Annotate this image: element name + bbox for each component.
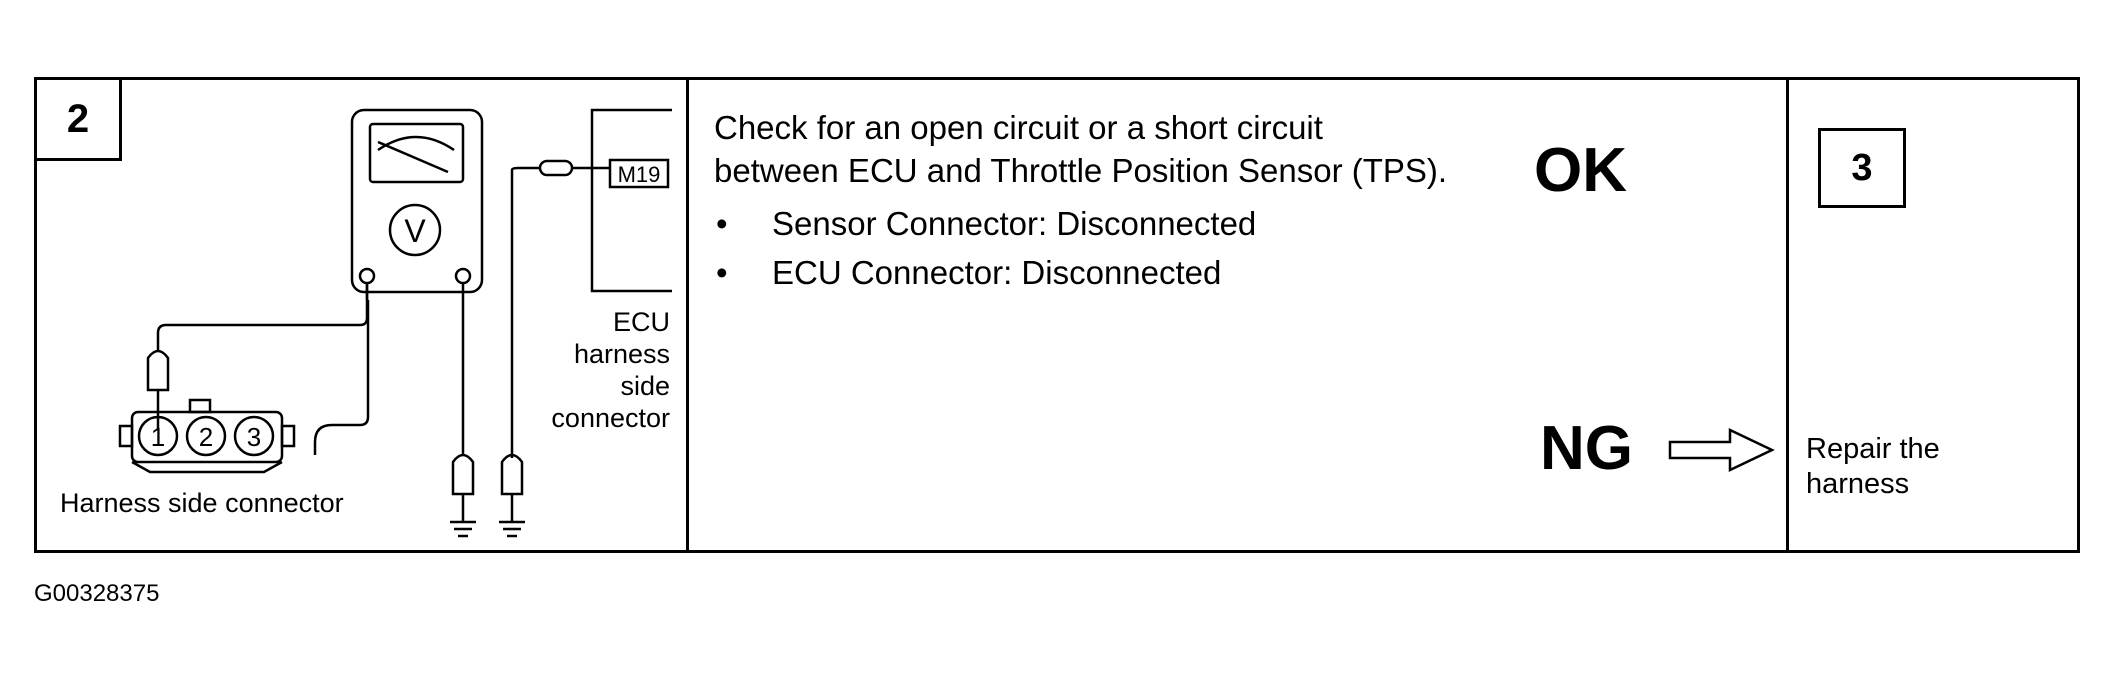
harness-pin-2 <box>185 415 227 457</box>
harness-probe <box>146 349 170 392</box>
ng-result-label: NG <box>1540 414 1633 483</box>
harness-connector-tab-left <box>118 424 134 448</box>
voltmeter-symbol: V <box>404 213 426 249</box>
meter-terminal-left <box>358 267 376 285</box>
figure-id: G00328375 <box>34 580 160 607</box>
harness-connector-tab-right <box>280 424 296 448</box>
ecu-connector-id-box <box>608 158 670 189</box>
step-number-box: 2 <box>34 77 122 161</box>
next-step-number: 3 <box>1851 146 1873 189</box>
voltmeter-display <box>368 122 465 184</box>
harness-pin-label-1: 1 <box>151 422 165 452</box>
ecu-connector-id: M19 <box>618 162 661 187</box>
ecu-probe-tip <box>538 159 574 177</box>
voltmeter-symbol-circle <box>388 203 442 257</box>
harness-pin-1 <box>137 415 179 457</box>
ecu-harness-label: ECU harness side connector <box>510 306 670 434</box>
ground-probe-1 <box>451 453 475 496</box>
ecu-label-line-2: harness <box>573 339 670 369</box>
ecu-connector-outline <box>590 108 672 293</box>
check-description: Check for an open circuit or a short cir… <box>714 106 1447 192</box>
circuit-diagram: V M19 1 2 3 <box>118 108 672 538</box>
ground-probe-2 <box>500 453 524 496</box>
condition-list: Sensor Connector: Disconnected ECU Conne… <box>714 199 1256 297</box>
meter-terminal-right <box>454 267 472 285</box>
procedure-table <box>34 77 2080 553</box>
column-divider-left <box>686 77 689 553</box>
harness-connector-tab-top <box>188 398 212 414</box>
ecu-label-line-3: side <box>620 371 670 401</box>
column-divider-right <box>1786 77 1789 553</box>
harness-ground-wire <box>313 300 370 455</box>
harness-probe-wire <box>156 283 369 352</box>
condition-item: Sensor Connector: Disconnected <box>714 199 1256 248</box>
ecu-probe-wire <box>510 166 519 458</box>
harness-connector-skirt <box>131 460 283 474</box>
check-title-line-1: Check for an open circuit or a short cir… <box>714 109 1323 146</box>
ecu-label-line-1: ECU <box>612 307 670 337</box>
check-title-line-2: between ECU and Throttle Position Sensor… <box>714 152 1448 189</box>
voltmeter-needle <box>377 140 449 174</box>
voltmeter-body <box>350 108 484 294</box>
ecu-label-line-4: connector <box>551 403 670 433</box>
ng-action-text: Repair the harness <box>1806 433 1940 500</box>
ok-result-label: OK <box>1534 136 1627 205</box>
harness-pin-label-2: 2 <box>199 422 213 452</box>
harness-pin-label-3: 3 <box>247 422 261 452</box>
condition-item: ECU Connector: Disconnected <box>714 248 1256 297</box>
harness-pin-3 <box>233 415 275 457</box>
step-number: 2 <box>66 96 90 141</box>
harness-side-connector-label: Harness side connector <box>60 488 344 518</box>
next-step-box: 3 <box>1818 128 1906 208</box>
